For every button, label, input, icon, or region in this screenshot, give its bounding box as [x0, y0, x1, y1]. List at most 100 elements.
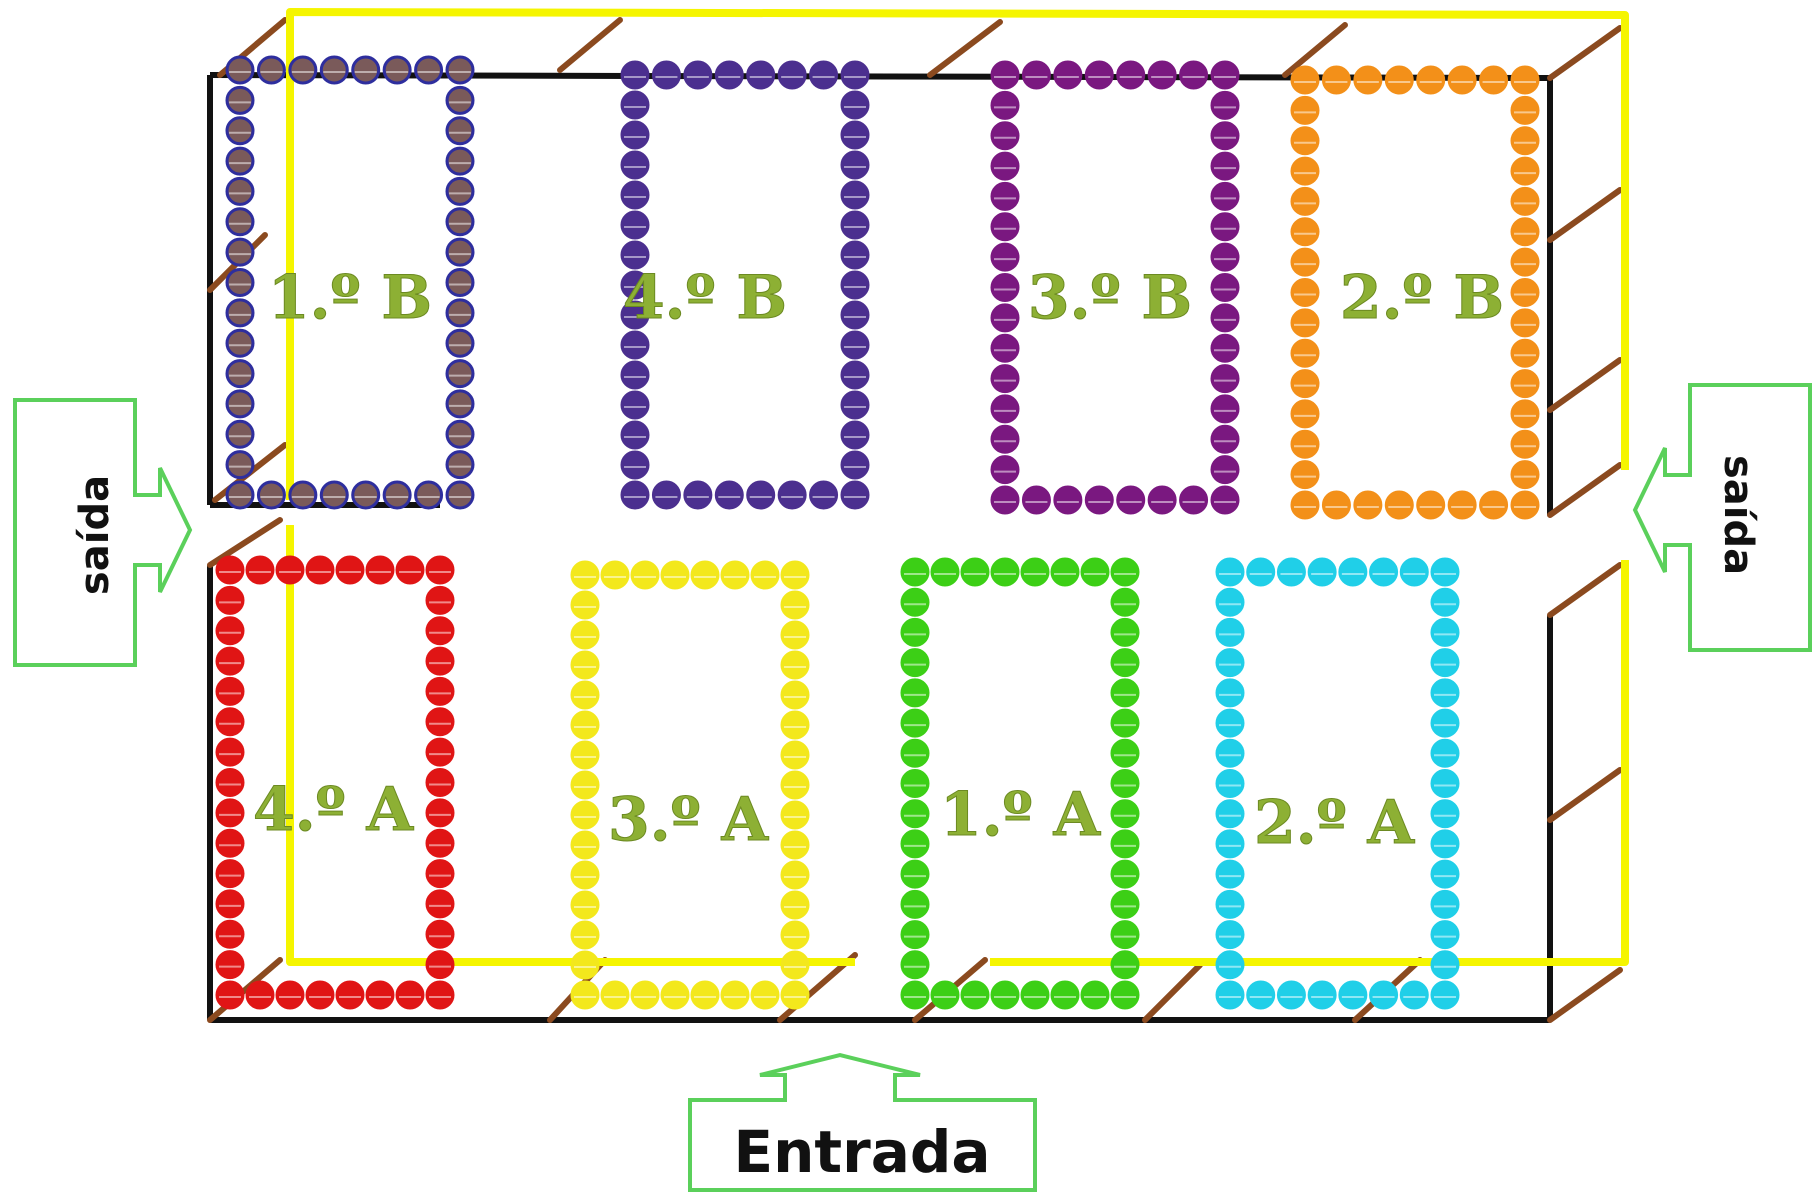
- room-ball: [1430, 769, 1460, 798]
- room-ball: [620, 420, 650, 450]
- room-ball: [1215, 889, 1245, 919]
- room-ball: [425, 919, 455, 949]
- left-exit-arrow: [13, 398, 193, 667]
- room-ball: [900, 587, 930, 617]
- room-ball: [990, 212, 1020, 242]
- room-label-4b: 4.º B: [623, 263, 787, 333]
- room-ball: [620, 270, 650, 300]
- room-ball: [1290, 278, 1320, 307]
- room-label-3a: 3.º A: [608, 785, 770, 855]
- room-ball: [365, 980, 395, 1010]
- room-ball: [1210, 303, 1240, 333]
- room-ball: [1430, 557, 1460, 587]
- room-ball: [425, 555, 455, 585]
- room-label-4a: 4.º A: [253, 775, 415, 845]
- room-ball: [445, 146, 475, 176]
- room-ball: [900, 889, 930, 919]
- room-ball: [990, 90, 1020, 120]
- room-ball: [990, 273, 1020, 302]
- room-ball: [990, 485, 1020, 515]
- room-ball: [1353, 65, 1383, 95]
- room-4a: [215, 555, 455, 1010]
- room-ball: [1290, 186, 1320, 216]
- room-ball: [990, 394, 1020, 424]
- room-ball: [395, 980, 425, 1010]
- room-ball: [1510, 126, 1540, 156]
- room-ball: [570, 860, 600, 890]
- room-ball: [445, 480, 475, 510]
- room-ball: [1290, 126, 1320, 156]
- room-ball: [425, 828, 455, 858]
- room-ball: [1116, 485, 1146, 515]
- room-ball: [225, 298, 255, 328]
- room-ball: [1430, 708, 1460, 738]
- room-ball: [900, 708, 930, 738]
- rooms: [215, 55, 1540, 1010]
- room-ball: [1307, 557, 1337, 587]
- room-ball: [445, 207, 475, 237]
- room-ball: [1179, 485, 1209, 515]
- room-ball: [780, 680, 810, 710]
- room-ball: [215, 859, 245, 889]
- room-ball: [225, 237, 255, 267]
- room-ball: [445, 419, 475, 449]
- room-ball: [1479, 490, 1509, 520]
- room-ball: [1110, 708, 1140, 738]
- room-ball: [1020, 557, 1050, 587]
- room-2a: [1215, 557, 1460, 1010]
- room-ball: [1110, 920, 1140, 950]
- room-ball: [683, 480, 713, 510]
- left-exit-sign: saída: [13, 398, 193, 667]
- room-ball: [1416, 490, 1446, 520]
- room-ball: [1353, 490, 1383, 520]
- room-ball: [425, 889, 455, 919]
- room-ball: [1210, 90, 1240, 120]
- room-ball: [215, 737, 245, 767]
- room-ball: [445, 359, 475, 389]
- room-ball: [1215, 708, 1245, 738]
- room-ball: [777, 60, 807, 90]
- room-ball: [651, 60, 681, 90]
- room-ball: [990, 364, 1020, 394]
- room-ball: [275, 980, 305, 1010]
- room-ball: [570, 620, 600, 650]
- room-ball: [256, 55, 286, 85]
- room-ball: [351, 55, 381, 85]
- room-ball: [570, 890, 600, 920]
- room-ball: [1110, 738, 1140, 768]
- room-label-2a: 2.º A: [1254, 788, 1416, 858]
- room-ball: [620, 180, 650, 210]
- room-ball: [445, 85, 475, 115]
- room-ball: [1290, 156, 1320, 186]
- room-ball: [1210, 212, 1240, 242]
- room-ball: [425, 707, 455, 737]
- room-ball: [780, 950, 810, 980]
- room-3b: [990, 60, 1240, 515]
- room-ball: [215, 768, 245, 797]
- room-ball: [651, 480, 681, 510]
- room-ball: [215, 919, 245, 949]
- room-ball: [1447, 65, 1477, 95]
- room-ball: [215, 616, 245, 646]
- room-ball: [425, 859, 455, 889]
- room-2b: [1290, 65, 1540, 520]
- room-ball: [780, 620, 810, 650]
- room-ball: [620, 120, 650, 150]
- room-ball: [319, 480, 349, 510]
- room-ball: [1430, 889, 1460, 919]
- room-ball: [930, 557, 960, 587]
- room-ball: [1290, 217, 1320, 247]
- room-ball: [335, 555, 365, 585]
- room-ball: [620, 300, 650, 330]
- room-ball: [256, 480, 286, 510]
- room-ball: [382, 55, 412, 85]
- room-ball: [1215, 829, 1245, 859]
- room-ball: [1276, 980, 1306, 1010]
- room-ball: [425, 646, 455, 676]
- room-ball: [425, 737, 455, 767]
- room-ball: [1210, 485, 1240, 515]
- room-ball: [620, 390, 650, 420]
- room-ball: [445, 298, 475, 328]
- room-ball: [1290, 338, 1320, 368]
